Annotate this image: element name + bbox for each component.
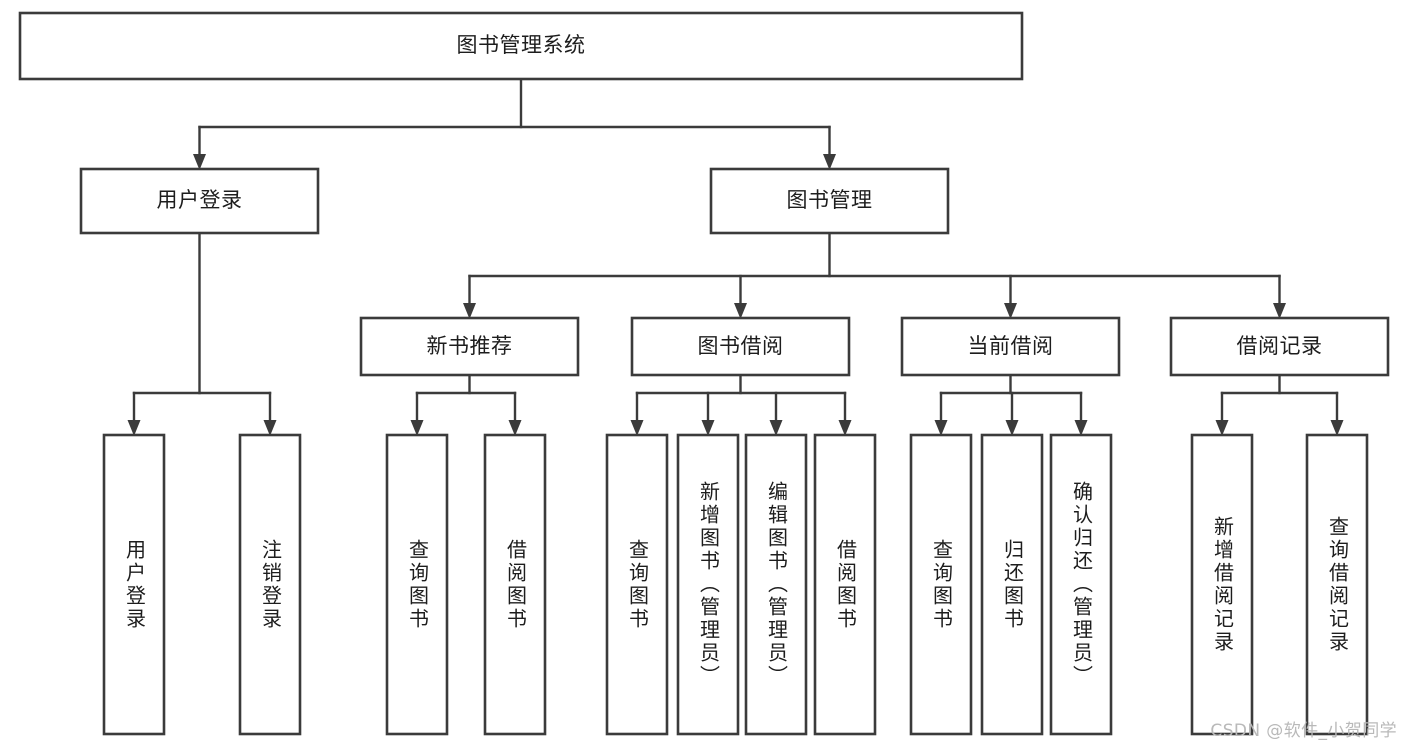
arrow-head-l-rec-add-record (1215, 420, 1229, 436)
arrow-head-n-current-borrow (1004, 303, 1017, 319)
arrow-head-l-cur-return-book (1005, 420, 1019, 436)
arrow-head-n-book-manage (823, 154, 836, 170)
watermark: CSDN @软件_小贺同学 (1210, 721, 1397, 741)
arrow-head-n-user-login (193, 154, 206, 170)
node-box-l-cur-confirm-return[interactable] (1049, 433, 1113, 736)
node-box-root[interactable] (18, 11, 1024, 81)
node-box-l-user-login[interactable] (102, 433, 166, 736)
connector-layer (127, 77, 1344, 436)
arrow-head-l-borrow-add-book (701, 420, 715, 436)
node-box-n-book-borrow[interactable] (630, 316, 851, 377)
node-box-l-rec-add-record[interactable] (1190, 433, 1254, 736)
arrow-head-l-cur-confirm-return (1074, 420, 1088, 436)
node-box-l-borrow-borrow-book[interactable] (813, 433, 877, 736)
arrow-head-l-user-login (127, 420, 141, 436)
arrow-head-n-borrow-record (1273, 303, 1286, 319)
node-box-l-rec-borrow-book[interactable] (483, 433, 547, 736)
node-layer (18, 11, 1390, 736)
arrow-head-l-rec-query-record (1330, 420, 1344, 436)
arrow-head-l-borrow-query-book (630, 420, 644, 436)
node-box-n-current-borrow[interactable] (900, 316, 1121, 377)
node-box-n-new-book-rec[interactable] (359, 316, 580, 377)
node-box-l-borrow-edit-book[interactable] (744, 433, 808, 736)
node-box-l-user-logout[interactable] (238, 433, 302, 736)
node-box-n-borrow-record[interactable] (1169, 316, 1390, 377)
arrow-head-l-rec-borrow-book (508, 420, 522, 436)
arrow-head-l-borrow-edit-book (769, 420, 783, 436)
node-box-l-rec-query-book[interactable] (385, 433, 449, 736)
arrow-head-l-cur-query-book (934, 420, 948, 436)
node-box-l-rec-query-record[interactable] (1305, 433, 1369, 736)
node-box-l-borrow-add-book[interactable] (676, 433, 740, 736)
arrow-head-n-new-book-rec (463, 303, 476, 319)
arrow-head-l-borrow-borrow-book (838, 420, 852, 436)
node-box-l-cur-return-book[interactable] (980, 433, 1044, 736)
node-box-n-user-login[interactable] (79, 167, 320, 235)
arrow-head-l-user-logout (263, 420, 277, 436)
node-box-l-cur-query-book[interactable] (909, 433, 973, 736)
node-box-n-book-manage[interactable] (709, 167, 950, 235)
arrow-head-l-rec-query-book (410, 420, 424, 436)
arrow-head-n-book-borrow (734, 303, 747, 319)
node-box-l-borrow-query-book[interactable] (605, 433, 669, 736)
